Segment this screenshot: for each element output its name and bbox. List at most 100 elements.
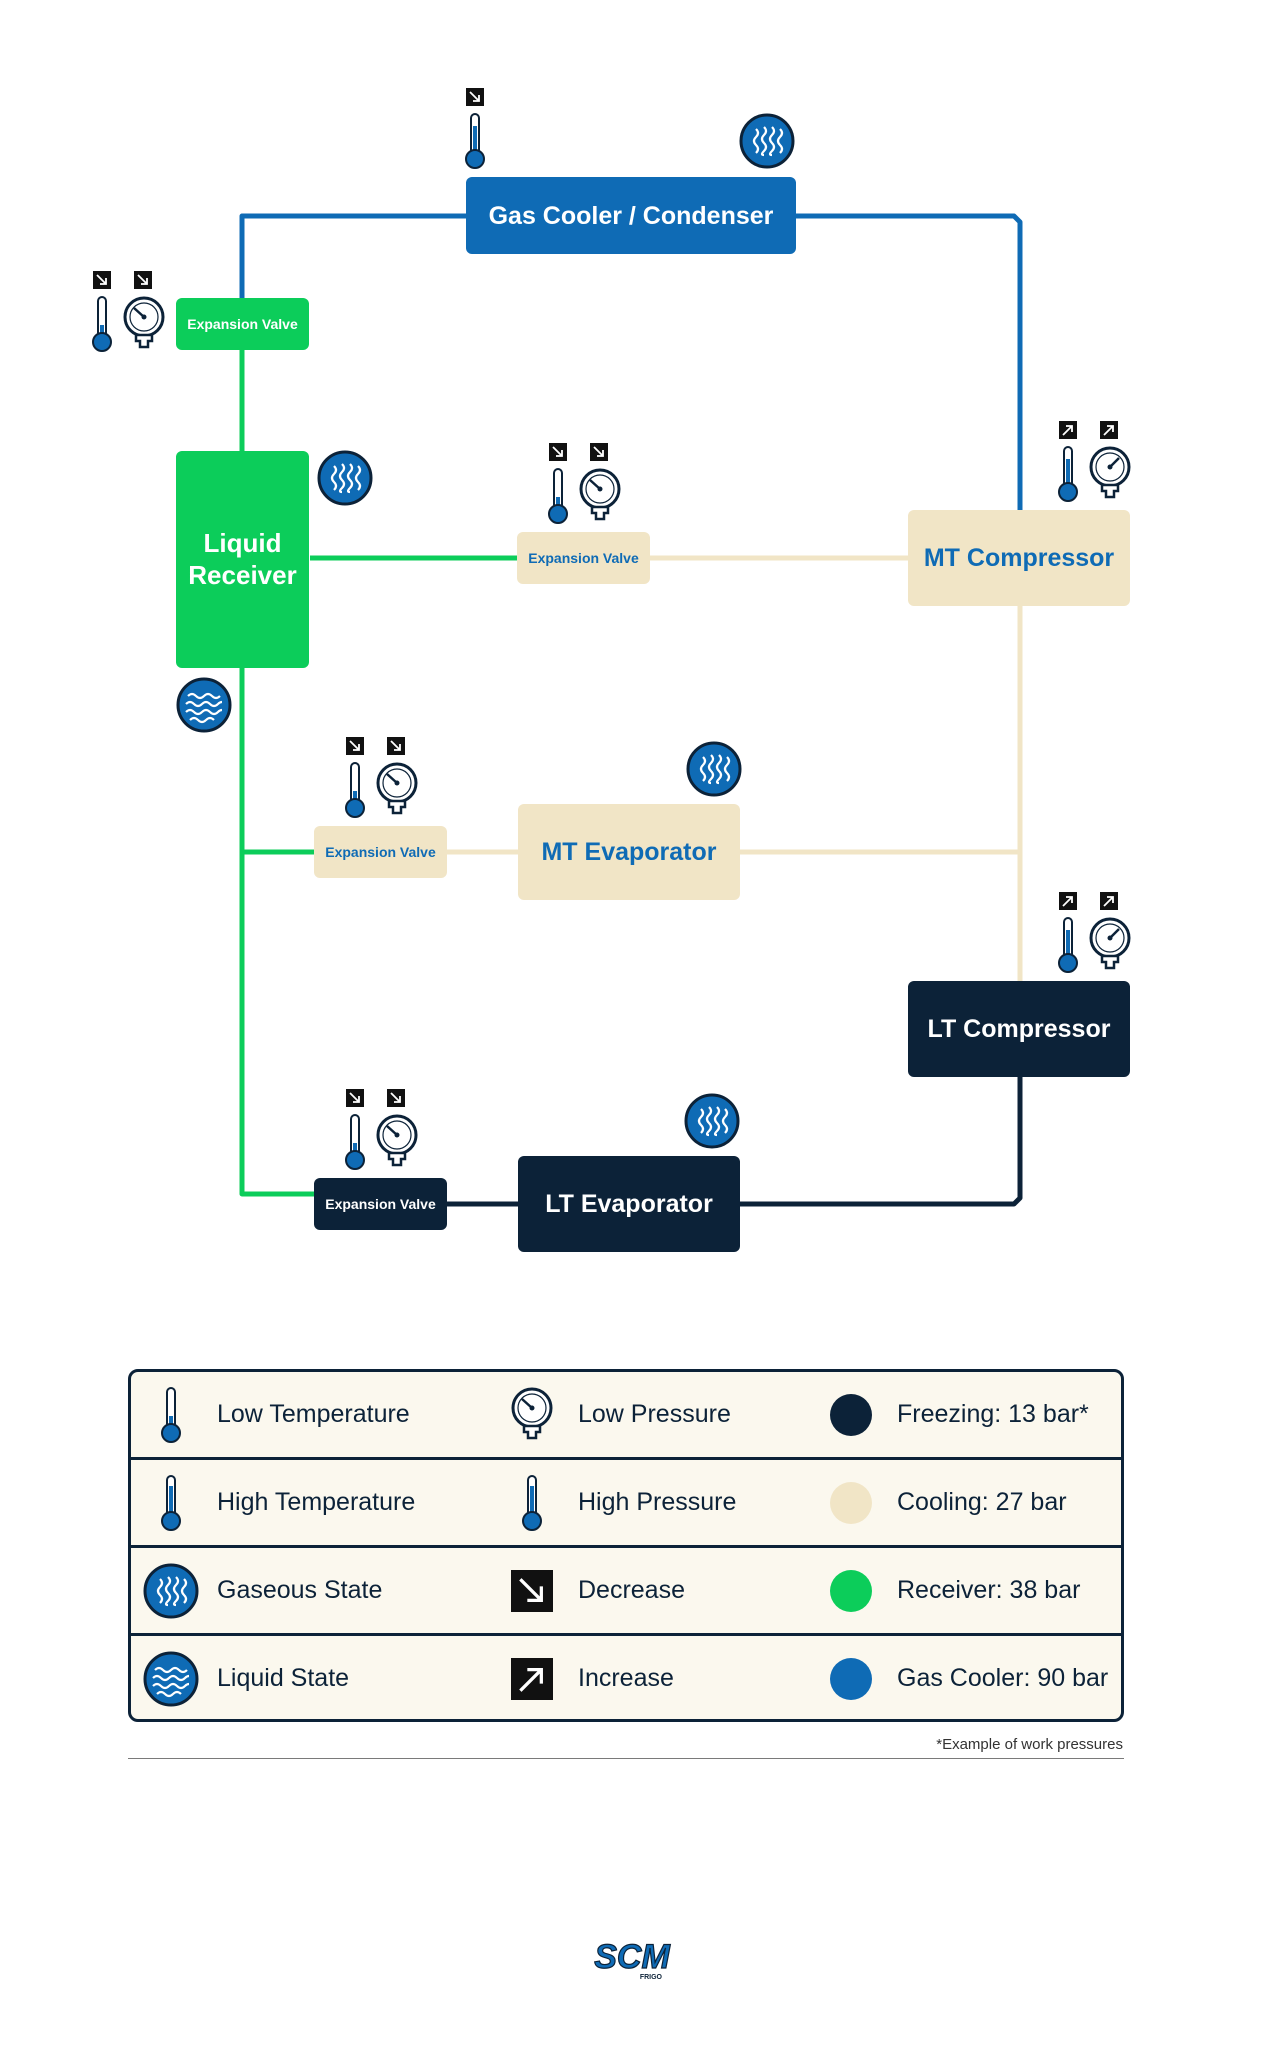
decrease-arrow-icon (387, 1089, 405, 1107)
legend-table: Low Temperature Low Pressure Freezing: 1… (128, 1369, 1124, 1722)
mt-compressor[interactable]: MT Compressor (908, 510, 1130, 606)
liquid-receiver-label: Liquid Receiver (188, 528, 297, 590)
gaseous-state-icon (317, 450, 373, 506)
lt-compressor-label: LT Compressor (927, 1015, 1111, 1043)
decrease-arrow-icon (549, 443, 567, 461)
cycle-lines (239, 213, 1023, 1207)
freezing-color-swatch (830, 1393, 872, 1436)
legend-row: Low Temperature Low Pressure Freezing: 1… (131, 1372, 1121, 1460)
legend-label: Increase (578, 1664, 674, 1692)
gas-cooler-condenser[interactable]: Gas Cooler / Condenser (466, 177, 796, 254)
legend-item: Liquid State (143, 1636, 350, 1719)
legend-label: Low Temperature (217, 1400, 410, 1428)
gauge-icon (376, 1114, 418, 1167)
divider (128, 1758, 1124, 1759)
line-gascooler-right (792, 213, 1023, 510)
mt-evaporator-label: MT Evaporator (541, 838, 717, 866)
gauge-icon (376, 762, 418, 815)
legend-label: Low Pressure (578, 1400, 731, 1428)
increase-arrow-icon (1100, 892, 1118, 910)
gauge-icon (1089, 446, 1131, 499)
gaseous-state-icon (143, 1563, 199, 1618)
gas-cooler-label: Gas Cooler / Condenser (488, 201, 774, 230)
gauge-icon (123, 296, 165, 349)
receiver-color-swatch (830, 1569, 872, 1612)
decrease-arrow-icon (466, 88, 484, 106)
thermometer-icon (1058, 446, 1078, 502)
thermometer-icon (345, 762, 365, 818)
decrease-arrow-icon (387, 737, 405, 755)
thermometer-icon (465, 113, 485, 169)
mt-evaporator[interactable]: MT Evaporator (518, 804, 740, 900)
line-gascooler-left (239, 213, 470, 310)
legend-item: Low Temperature (143, 1372, 410, 1457)
legend-item: Increase (504, 1636, 674, 1719)
gas-cooler-color-swatch (830, 1657, 872, 1700)
thermometer-icon (92, 296, 112, 352)
legend-item: High Temperature (143, 1460, 415, 1545)
decrease-arrow-icon (346, 1089, 364, 1107)
decrease-arrow-icon (511, 1569, 553, 1612)
gauge-icon (579, 468, 621, 521)
decrease-arrow-icon (590, 443, 608, 461)
expansion-valve-mt[interactable]: Expansion Valve (314, 826, 447, 878)
legend-label: Freezing: 13 bar* (897, 1400, 1089, 1428)
thermometer-low-icon (161, 1386, 181, 1443)
legend-item: Gas Cooler: 90 bar (823, 1636, 1109, 1719)
legend-item: Gaseous State (143, 1548, 382, 1633)
gaseous-state-icon (684, 1093, 740, 1149)
line-receiver-down (239, 668, 314, 1197)
expansion-valve-mid[interactable]: Expansion Valve (517, 532, 650, 584)
legend-label: Gaseous State (217, 1576, 383, 1604)
gauge-icon (1089, 917, 1131, 970)
thermometer-high-icon (161, 1474, 181, 1531)
expansion-valve-lt[interactable]: Expansion Valve (314, 1178, 447, 1230)
increase-arrow-icon (1059, 421, 1077, 439)
expansion-valve-top[interactable]: Expansion Valve (176, 298, 309, 350)
legend-label: High Pressure (578, 1488, 737, 1516)
expansion-valve-label: Expansion Valve (325, 843, 436, 860)
line-ltevap-ltcomp (738, 1076, 1023, 1207)
logo-subtext: FRIGO (640, 1974, 663, 1981)
legend-item: Decrease (504, 1548, 685, 1633)
legend-row: High Temperature High Pressure Cooling: … (131, 1460, 1121, 1548)
cooling-color-swatch (830, 1481, 872, 1524)
legend-label: High Temperature (217, 1488, 416, 1516)
liquid-state-icon (143, 1651, 199, 1706)
legend-item: High Pressure (504, 1460, 736, 1545)
liquid-receiver[interactable]: Liquid Receiver (176, 451, 309, 668)
lt-evaporator-label: LT Evaporator (545, 1190, 713, 1218)
increase-arrow-icon (1100, 421, 1118, 439)
lt-evaporator[interactable]: LT Evaporator (518, 1156, 740, 1252)
increase-arrow-icon (1059, 892, 1077, 910)
thermometer-high-icon (522, 1474, 542, 1531)
legend-label: Decrease (578, 1576, 685, 1604)
thermometer-icon (548, 468, 568, 524)
logo-text: SCM (594, 1938, 670, 1976)
legend-label: Gas Cooler: 90 bar (897, 1664, 1109, 1692)
legend-item: Low Pressure (504, 1372, 731, 1457)
decrease-arrow-icon (134, 271, 152, 289)
decrease-arrow-icon (93, 271, 111, 289)
thermometer-icon (345, 1114, 365, 1170)
expansion-valve-label: Expansion Valve (325, 1195, 436, 1212)
decrease-arrow-icon (346, 737, 364, 755)
mt-compressor-label: MT Compressor (923, 544, 1115, 572)
gaseous-state-icon (739, 113, 795, 169)
legend-label: Liquid State (217, 1664, 350, 1692)
footnote: *Example of work pressures (936, 1736, 1123, 1753)
legend-item: Cooling: 27 bar (823, 1460, 1067, 1545)
legend-row: Liquid State Increase Gas Cooler: 90 bar (131, 1636, 1121, 1719)
legend-item: Freezing: 13 bar* (823, 1372, 1089, 1457)
expansion-valve-label: Expansion Valve (187, 315, 298, 332)
gauge-icon (511, 1387, 553, 1439)
thermometer-icon (1058, 917, 1078, 973)
expansion-valve-label: Expansion Valve (528, 549, 639, 566)
legend-label: Cooling: 27 bar (897, 1488, 1067, 1516)
liquid-state-icon (176, 677, 232, 733)
increase-arrow-icon (511, 1657, 553, 1700)
lt-compressor[interactable]: LT Compressor (908, 981, 1130, 1077)
legend-item: Receiver: 38 bar (823, 1548, 1080, 1633)
scm-frigo-logo: SCM FRIGO (594, 1937, 671, 1981)
legend-row: Gaseous State Decrease Receiver: 38 bar (131, 1548, 1121, 1636)
